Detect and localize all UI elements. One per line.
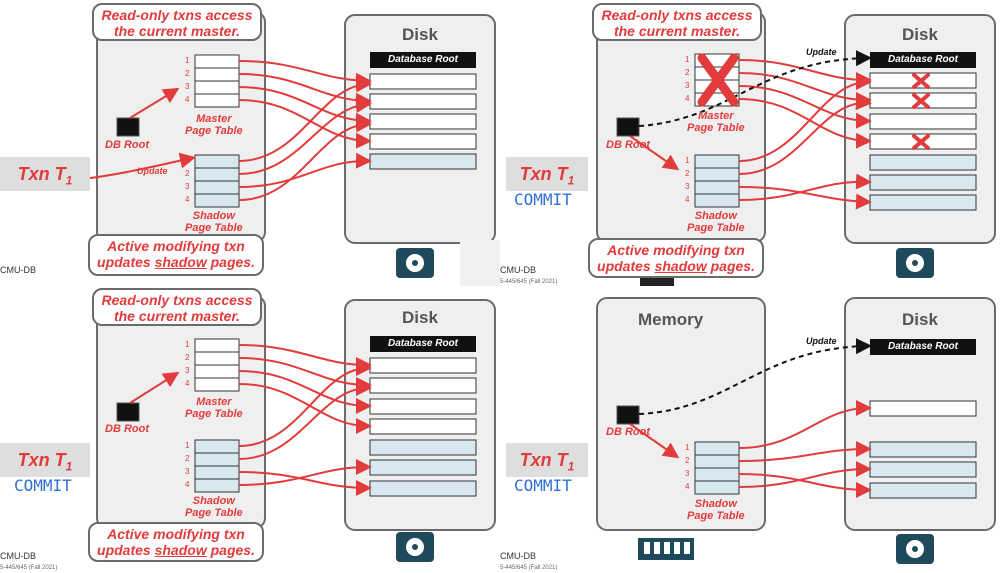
callout-text: updates: [97, 254, 155, 270]
page-number: 1: [185, 56, 190, 65]
txn-label: Txn T1: [506, 443, 588, 477]
database-root-bar: Database Root: [370, 336, 476, 352]
db-root-label: DB Root: [606, 139, 650, 151]
panel-bottom-right: Memory Disk Database Root Update DB Root…: [500, 286, 1000, 572]
page-number: 3: [685, 81, 690, 90]
page-number: 4: [185, 95, 190, 104]
disk-title: Disk: [402, 25, 438, 44]
page-number: 2: [685, 456, 690, 465]
commit-label: COMMIT: [14, 476, 72, 495]
page-number: 4: [185, 195, 190, 204]
commit-label: COMMIT: [514, 190, 572, 209]
txn-label: Txn T1: [0, 443, 90, 477]
disk-title: Disk: [902, 310, 938, 329]
commit-label: COMMIT: [514, 476, 572, 495]
memory-title: Memory: [638, 310, 704, 329]
page-number: 2: [185, 169, 190, 178]
page-number: 1: [185, 156, 190, 165]
update-label: Update: [806, 336, 837, 346]
diagram-top-right: [596, 11, 996, 286]
callout-text: Active modifying txn: [107, 238, 245, 254]
update-label: Update: [806, 47, 837, 57]
page-number: 1: [185, 340, 190, 349]
page-number: 4: [685, 482, 690, 491]
page-number: 2: [185, 353, 190, 362]
page-number: 2: [185, 69, 190, 78]
read-only-callout: Read-only txns access the current master…: [92, 3, 262, 41]
page-number: 1: [185, 441, 190, 450]
footer-logo: CMU-DB: [0, 265, 36, 275]
page-number: 2: [185, 454, 190, 463]
page-number: 3: [185, 366, 190, 375]
page-number: 4: [685, 94, 690, 103]
page-number: 1: [685, 156, 690, 165]
page-number: 1: [685, 443, 690, 452]
active-callout: Active modifying txn updates shadow page…: [88, 234, 264, 276]
callout-text: Read-only txns access: [101, 7, 253, 23]
page-number: 3: [185, 467, 190, 476]
diagram-bottom-right: [596, 297, 996, 564]
callout-text-underlined: shadow: [154, 254, 207, 270]
page-number: 2: [685, 169, 690, 178]
txn-label: Txn T1: [0, 157, 90, 191]
update-label: Update: [137, 166, 168, 176]
db-root-label: DB Root: [105, 139, 149, 151]
callout-text: the current master.: [113, 23, 241, 39]
page-number: 3: [685, 469, 690, 478]
disk-title: Disk: [902, 25, 938, 44]
page-number: 1: [685, 55, 690, 64]
page-number: 3: [185, 182, 190, 191]
database-root-bar: Database Root: [870, 52, 976, 68]
db-root-label: DB Root: [105, 423, 149, 435]
callout-text: pages.: [206, 254, 255, 270]
txn-label: Txn T1: [506, 157, 588, 191]
active-callout: Active modifying txn updates shadow page…: [88, 522, 264, 562]
panel-top-right: Read-only txns access the current master…: [500, 0, 1000, 286]
page-number: 4: [685, 195, 690, 204]
disk-title: Disk: [402, 308, 438, 327]
database-root-bar: Database Root: [370, 52, 476, 68]
page-number: 4: [185, 480, 190, 489]
diagram-bottom-left: [96, 295, 496, 562]
active-callout: Active modifying txn updates shadow page…: [588, 238, 764, 278]
db-root-label: DB Root: [606, 426, 650, 438]
page-number: 2: [685, 68, 690, 77]
diagram-top-left: [74, 11, 500, 286]
page-number: 3: [685, 182, 690, 191]
panel-top-left: Read-only txns access the current master…: [0, 0, 500, 286]
page-number: 3: [185, 82, 190, 91]
read-only-callout: Read-only txns access the current master…: [92, 288, 262, 326]
page-number: 4: [185, 379, 190, 388]
database-root-bar: Database Root: [870, 339, 976, 355]
read-only-callout: Read-only txns access the current master…: [592, 3, 762, 41]
panel-bottom-left: Read-only txns access the current master…: [0, 286, 500, 572]
